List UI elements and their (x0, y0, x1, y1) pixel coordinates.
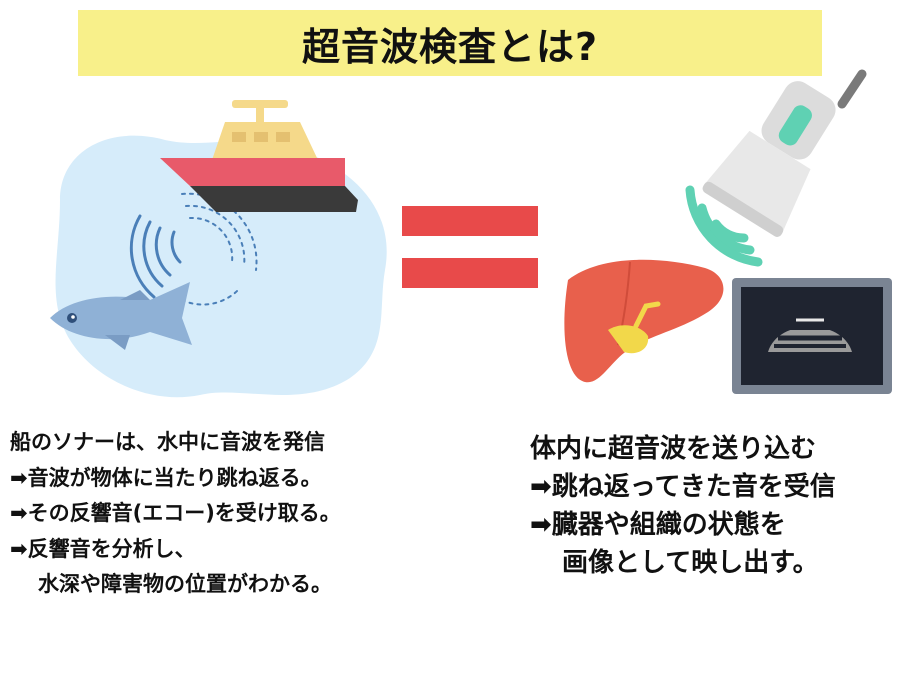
sonar-line-2: ➡音波が物体に当たり跳ね返る。 (10, 465, 322, 490)
ultrasound-explanation: 体内に超音波を送り込む ➡跳ね返ってきた音を受信 ➡臓器や組織の状態を 画像とし… (530, 430, 836, 582)
illustration-canvas (50, 69, 892, 398)
ultrasound-image-icon (732, 278, 892, 394)
liver-icon (564, 259, 724, 383)
sonar-line-3: ➡その反響音(エコー)を受け取る。 (10, 501, 341, 525)
sonar-ship-icon (160, 100, 358, 212)
probe-waves (685, 185, 763, 267)
sonar-line-5: 水深や障害物の位置がわかる。 (38, 572, 332, 596)
title-banner: 超音波検査とは? (78, 10, 822, 76)
sonar-line-4: ➡反響音を分析し、 (10, 536, 196, 561)
page-title: 超音波検査とは? (301, 24, 599, 69)
sonar-explanation: 船のソナーは、水中に音波を発信 ➡音波が物体に当たり跳ね返る。 ➡その反響音(エ… (10, 425, 341, 603)
sonar-waves (129, 214, 182, 299)
ultrasound-line-1: 体内に超音波を送り込む (530, 434, 817, 464)
ultrasound-line-2: ➡跳ね返ってきた音を受信 (530, 472, 836, 502)
ultrasound-line-3: ➡臓器や組織の状態を (530, 510, 786, 540)
sonar-line-1: 船のソナーは、水中に音波を発信 (10, 430, 325, 454)
equals-sign-icon (402, 206, 538, 288)
fish-icon (50, 282, 192, 350)
ultrasound-line-4: 画像として映し出す。 (562, 548, 819, 578)
sonar-waves-dotted (181, 192, 258, 306)
ultrasound-probe-icon (702, 69, 867, 237)
